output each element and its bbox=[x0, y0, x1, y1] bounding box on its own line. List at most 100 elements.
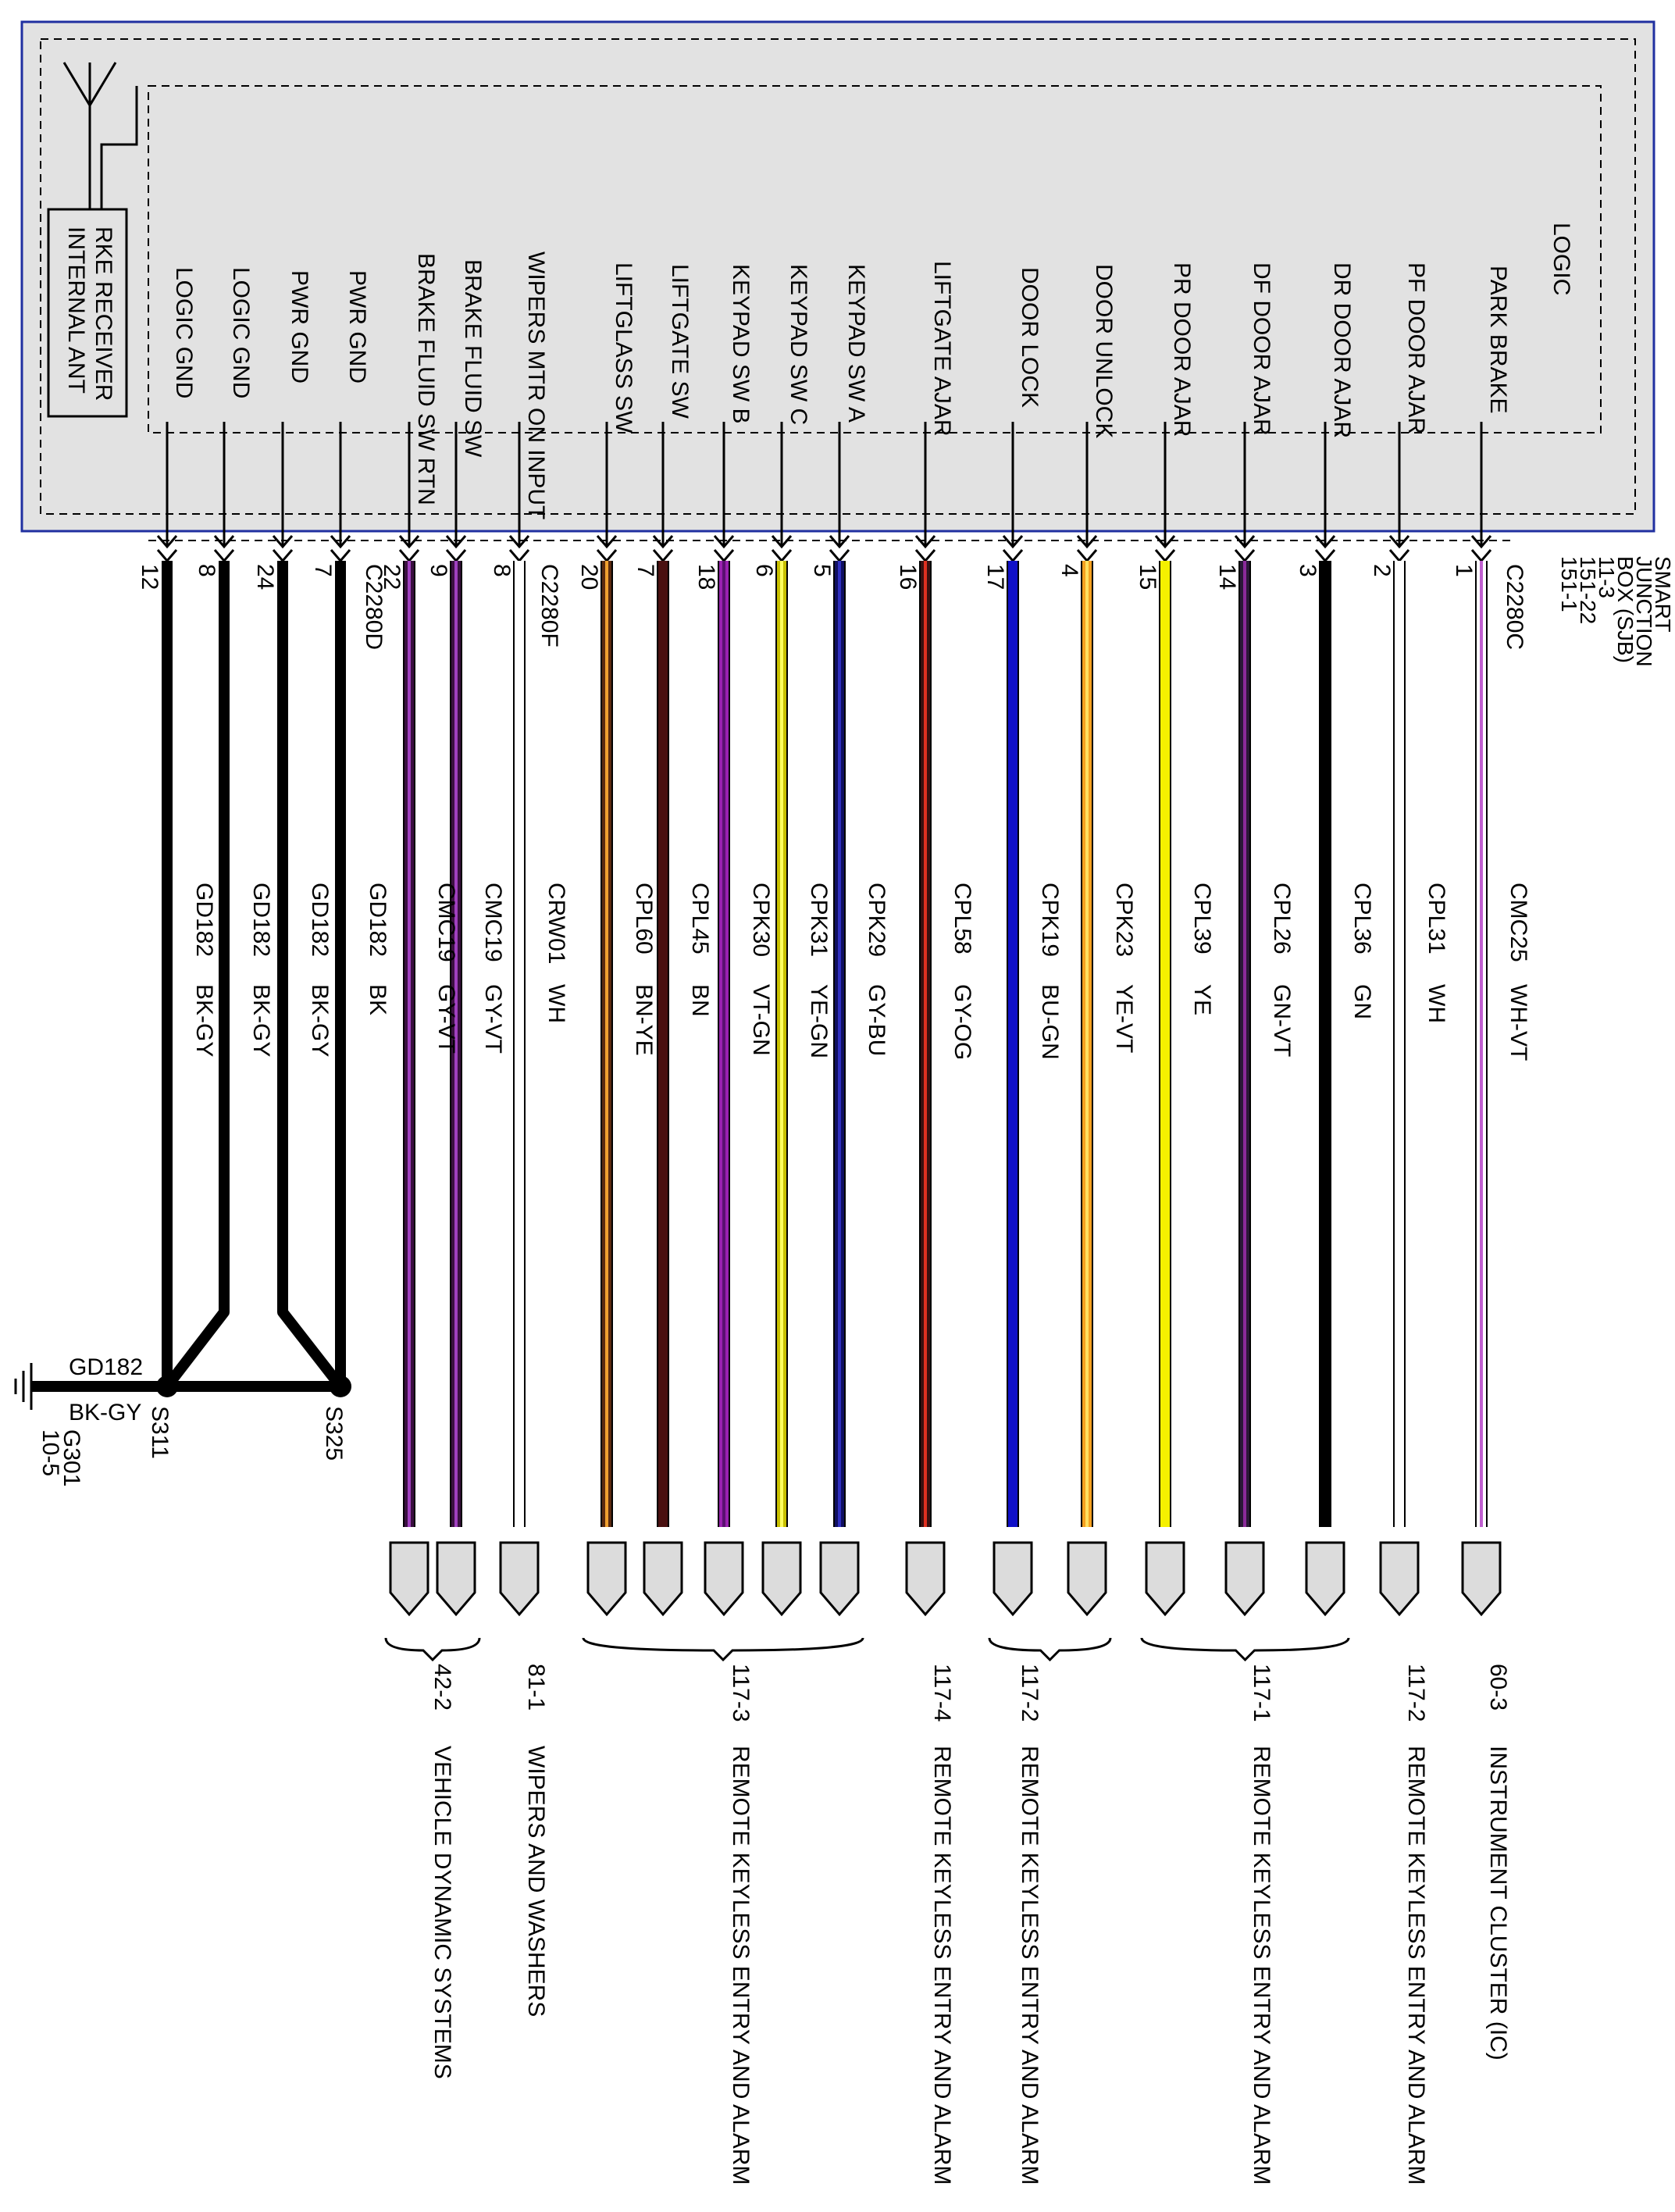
connector-label: C2280F bbox=[536, 564, 562, 648]
group-description-label: REMOTE KEYLESS ENTRY AND ALARM bbox=[728, 1746, 754, 2185]
circuit-id-label: CMC25 bbox=[1506, 883, 1531, 962]
connector-arrow-icon bbox=[445, 535, 467, 549]
wire-color-label: BK bbox=[365, 984, 390, 1015]
connector-arrow-icon bbox=[713, 549, 735, 563]
wire-function-label: KEYPAD SW A bbox=[843, 264, 869, 423]
connector-arrow-icon bbox=[508, 535, 530, 549]
pin-number: 1 bbox=[1451, 564, 1477, 577]
group-description-label: VEHICLE DYNAMIC SYSTEMS bbox=[429, 1746, 455, 2079]
pin-number: 14 bbox=[1214, 564, 1240, 590]
antenna-icon bbox=[62, 62, 138, 209]
wire-color-label: GN bbox=[1349, 984, 1375, 1019]
circuit-id-label: CPL45 bbox=[687, 883, 713, 954]
rke-receiver-label: RKE RECEIVER bbox=[91, 227, 116, 401]
wire-color-label: BU-GN bbox=[1037, 984, 1063, 1060]
group-ref-label: 117-3 bbox=[728, 1664, 754, 1722]
wire-color-label: YE bbox=[1189, 984, 1215, 1015]
group-ref-label: 117-2 bbox=[1403, 1664, 1429, 1722]
wire-color-label: BN bbox=[687, 984, 713, 1017]
destination-connector bbox=[905, 1541, 946, 1617]
wire-color-label: GN-VT bbox=[1269, 984, 1295, 1057]
wire-function-label: PWR GND bbox=[344, 270, 370, 384]
pin-number: 8 bbox=[194, 564, 219, 577]
wire-function-label: LIFTGATE SW bbox=[667, 264, 693, 419]
circuit-id-label: CPK29 bbox=[864, 883, 889, 957]
destination-connector bbox=[1067, 1541, 1107, 1617]
module-title: SMART JUNCTION BOX (SJB) 11-3 151-22 151… bbox=[1557, 556, 1675, 667]
logic-label: LOGIC bbox=[1548, 223, 1574, 295]
destination-connector bbox=[993, 1541, 1033, 1617]
connector-arrow-icon bbox=[1234, 549, 1256, 563]
rke-receiver-box bbox=[47, 208, 128, 418]
connector-arrow-icon bbox=[914, 549, 936, 563]
connector-arrow-icon bbox=[829, 535, 850, 549]
destination-connector bbox=[643, 1541, 683, 1617]
ground-circuit-label: GD182 bbox=[69, 1354, 143, 1380]
connector-label: C2280D bbox=[361, 564, 387, 650]
circuit-id-label: CPL39 bbox=[1189, 883, 1215, 954]
connector-arrow-icon bbox=[1154, 549, 1176, 563]
circuit-id-label: GD182 bbox=[248, 883, 274, 957]
pin-number: 12 bbox=[137, 564, 162, 590]
wire-function-label: DOOR UNLOCK bbox=[1091, 264, 1117, 438]
pin-number: 24 bbox=[252, 564, 278, 590]
pin-number: 7 bbox=[633, 564, 658, 577]
pin-number: 6 bbox=[751, 564, 777, 577]
pin-number: 20 bbox=[576, 564, 602, 590]
group-ref-label: 117-2 bbox=[1017, 1664, 1042, 1722]
destination-connector bbox=[436, 1541, 476, 1617]
svg-text:JUNCTION: JUNCTION bbox=[1632, 556, 1656, 667]
connector-arrow-icon bbox=[771, 535, 793, 549]
connector-arrow-icon bbox=[1470, 549, 1492, 563]
wire-function-label: KEYPAD SW B bbox=[728, 264, 754, 424]
wire-color-label: WH-VT bbox=[1506, 984, 1531, 1061]
wire-color-label: YE-VT bbox=[1111, 984, 1137, 1053]
wire-color-label: BN-YE bbox=[631, 984, 657, 1056]
svg-text:151-1: 151-1 bbox=[1557, 556, 1581, 612]
wire-color-label: BK-GY bbox=[248, 984, 274, 1057]
wire-color-label: VT-GN bbox=[748, 984, 774, 1056]
wire-color-label: GY-OG bbox=[950, 984, 975, 1060]
connector-arrow-icon bbox=[1154, 535, 1176, 549]
destination-connector bbox=[704, 1541, 744, 1617]
group-description-label: REMOTE KEYLESS ENTRY AND ALARM bbox=[1403, 1746, 1429, 2185]
ground-wire-8 bbox=[162, 1297, 230, 1390]
pin-number: 9 bbox=[426, 564, 451, 577]
wire-color-label: WH bbox=[1424, 984, 1449, 1023]
group-brace bbox=[988, 1637, 1112, 1662]
connector-arrow-icon bbox=[508, 549, 530, 563]
wire-function-label: PARK BRAKE bbox=[1485, 266, 1511, 414]
circuit-id-label: CPK23 bbox=[1111, 883, 1137, 957]
wire-color-label: GY-VT bbox=[480, 984, 506, 1054]
wire-function-label: KEYPAD SW C bbox=[786, 264, 811, 425]
connector-arrow-icon bbox=[330, 535, 351, 549]
destination-connector bbox=[1145, 1541, 1185, 1617]
circuit-id-label: CPK31 bbox=[806, 883, 832, 957]
wire-color-label: YE-GN bbox=[806, 984, 832, 1058]
splice-label-s325: S325 bbox=[321, 1406, 347, 1461]
connector-arrow-icon bbox=[272, 549, 294, 563]
wire-function-label: DR DOOR AJAR bbox=[1329, 262, 1355, 438]
group-description-label: INSTRUMENT CLUSTER (IC) bbox=[1485, 1746, 1511, 2060]
group-description-label: WIPERS AND WASHERS bbox=[523, 1746, 549, 2017]
circuit-id-label: CMC19 bbox=[433, 883, 459, 962]
group-description-label: REMOTE KEYLESS ENTRY AND ALARM bbox=[1249, 1746, 1274, 2185]
wire-function-label: DF DOOR AJAR bbox=[1249, 262, 1274, 436]
group-ref-label: 117-1 bbox=[1249, 1664, 1274, 1722]
svg-text:BOX (SJB): BOX (SJB) bbox=[1613, 556, 1638, 663]
destination-connector bbox=[389, 1541, 429, 1617]
